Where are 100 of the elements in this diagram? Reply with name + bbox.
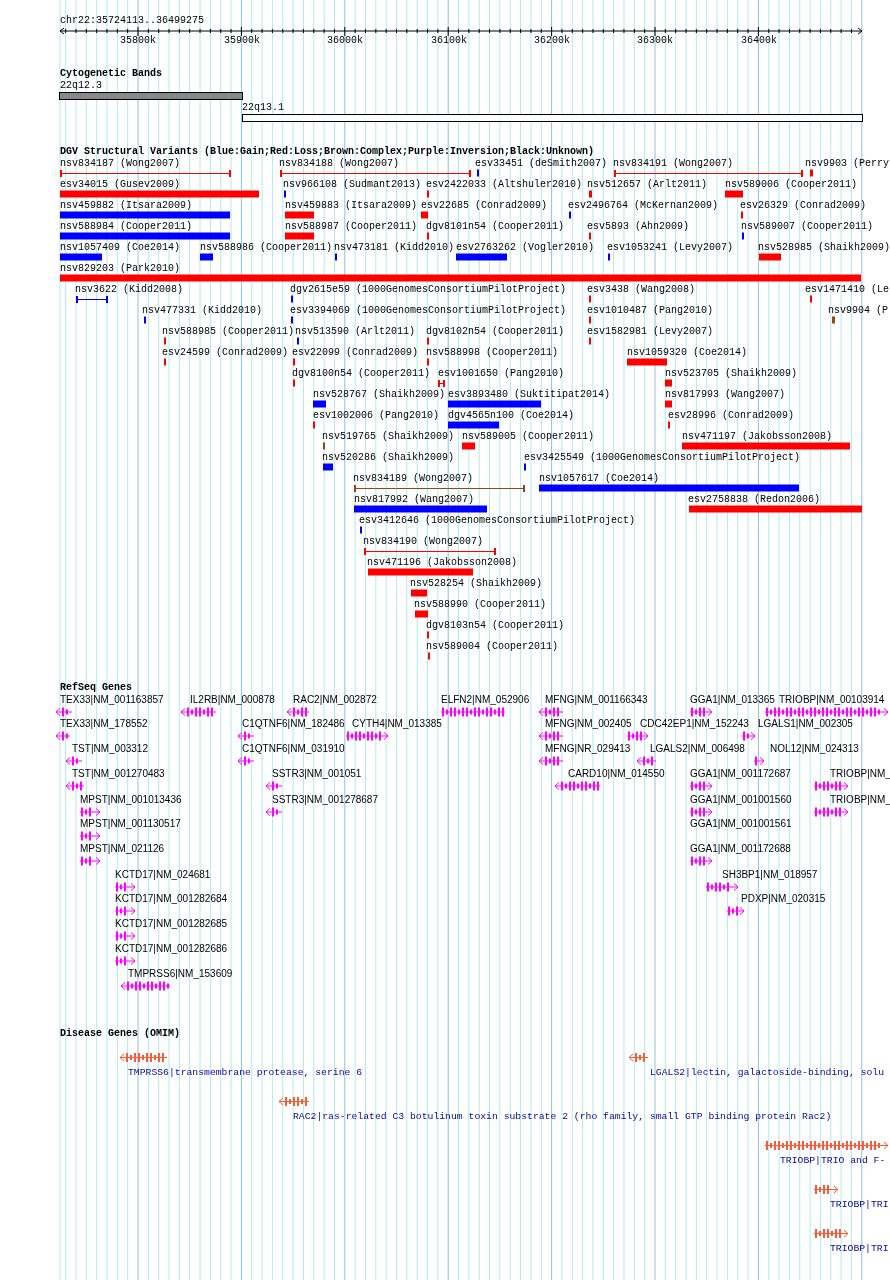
variant-label: dgv8102n54 (Cooper2011) <box>426 326 565 338</box>
gene-label: KCTD17|NM_001282684 <box>115 893 228 905</box>
variant-label: nsv588990 (Cooper2011) <box>414 599 547 611</box>
variant-label: esv1053241 (Levy2007) <box>607 242 734 254</box>
variant-label: nsv473181 (Kidd2010) <box>334 242 455 254</box>
variant-label: nsv528254 (Shaikh2009) <box>410 578 543 590</box>
variant-label: nsv588998 (Cooper2011) <box>426 347 559 359</box>
variant-label: nsv519765 (Shaikh2009) <box>322 431 455 443</box>
variant-label: nsv3622 (Kidd2008) <box>75 284 184 296</box>
variant-label: nsv588987 (Cooper2011) <box>285 221 418 233</box>
gene-label: SSTR3|NM_001051 <box>272 768 362 780</box>
variant-label: esv3438 (Wang2008) <box>587 284 696 296</box>
track-title: Disease Genes (OMIM) <box>60 1028 181 1040</box>
variant-label: esv2758838 (Redon2006) <box>688 494 821 506</box>
gene-label: C1QTNF6|NM_182486 <box>242 718 345 730</box>
variant-label: nsv459883 (Itsara2009) <box>285 200 418 212</box>
variant-label: nsv817993 (Wang2007) <box>665 389 786 401</box>
axis-tick-label: 35900k <box>224 35 260 47</box>
gene-label: TRIOBP|NM_00103914 <box>779 694 885 706</box>
gene-label: GGA1|NM_001172688 <box>690 843 791 855</box>
variant-label: dgv8100n54 (Cooper2011) <box>292 368 431 380</box>
gene-label: GGA1|NM_001172687 <box>690 768 791 780</box>
variant-label: esv5893 (Ahn2009) <box>587 221 690 233</box>
variant-label: esv1010487 (Pang2010) <box>587 305 714 317</box>
axis-tick-label: 35800k <box>120 35 156 47</box>
gene-label: GGA1|NM_001001560 <box>690 794 792 806</box>
variant-label: esv24599 (Conrad2009) <box>162 347 289 359</box>
axis-tick-label: 36100k <box>431 35 467 47</box>
gene-label: RAC2|NM_002872 <box>293 694 377 706</box>
variant-label: nsv589007 (Cooper2011) <box>741 221 874 233</box>
variant-label: esv22099 (Conrad2009) <box>292 347 419 359</box>
gene-label: CARD10|NM_014550 <box>568 768 665 780</box>
track-title: DGV Structural Variants (Blue:Gain;Red:Loss;Brown:Complex;Purple:Inversion;Black:Unknown) <box>60 146 595 158</box>
gene-label: C1QTNF6|NM_031910 <box>242 743 345 755</box>
variant-label: nsv588986 (Cooper2011) <box>200 242 333 254</box>
variant-label: dgv8101n54 (Cooper2011) <box>426 221 565 233</box>
disease-gene-label: LGALS2|lectin, galactoside-binding, solu <box>650 1067 885 1079</box>
gene-label: PDXP|NM_020315 <box>741 893 826 905</box>
variant-label: nsv471197 (Jakobsson2008) <box>682 431 833 443</box>
disease-gene-label: TMPRSS6|transmembrane protease, serine 6 <box>128 1067 363 1079</box>
variant-label: esv2763262 (Vogler2010) <box>456 242 595 254</box>
variant-label: nsv834187 (Wong2007) <box>60 158 181 170</box>
disease-gene-label: TRIOBP|TRIO and F- <box>780 1155 886 1167</box>
variant-label: esv1001650 (Pang2010) <box>438 368 565 380</box>
variant-label: nsv966108 (Sudmant2013) <box>283 179 422 191</box>
variant-label: dgv8103n54 (Cooper2011) <box>426 620 565 632</box>
variant-label: nsv589004 (Cooper2011) <box>426 641 559 653</box>
gene-label: MPST|NM_021126 <box>80 843 165 855</box>
gene-label: KCTD17|NM_024681 <box>115 869 211 881</box>
disease-gene-label: RAC2|ras-related C3 botulinum toxin substrate 2 (rho family, small GTP binding protein Rac2) <box>293 1111 832 1123</box>
variant-label: nsv588985 (Cooper2011) <box>162 326 295 338</box>
variant-label: nsv471196 (Jakobsson2008) <box>367 557 518 569</box>
axis-tick-label: 36000k <box>327 35 363 47</box>
gene-label: NOL12|NM_024313 <box>770 743 859 755</box>
variant-label: esv22685 (Conrad2009) <box>421 200 548 212</box>
variant-label: nsv528985 (Shaikh2009) <box>758 242 890 254</box>
axis-tick-label: 36200k <box>534 35 570 47</box>
variant-label: esv2496764 (McKernan2009) <box>568 200 719 212</box>
gene-label: MPST|NM_001013436 <box>80 794 182 806</box>
variant-label: nsv817992 (Wang2007) <box>354 494 475 506</box>
gene-label: IL2RB|NM_000878 <box>190 694 275 706</box>
gene-label: TEX33|NM_178552 <box>60 718 148 730</box>
variant-label: esv1582981 (Levy2007) <box>587 326 714 338</box>
variant-label: nsv589005 (Cooper2011) <box>462 431 595 443</box>
variant-label: esv26329 (Conrad2009) <box>740 200 867 212</box>
gene-label: KCTD17|NM_001282685 <box>115 918 228 930</box>
coordinate-label: 22q13.1 <box>242 102 284 114</box>
variant-label: nsv523705 (Shaikh2009) <box>665 368 798 380</box>
gene-label: TST|NM_001270483 <box>72 768 165 780</box>
variant-label: nsv1057617 (Coe2014) <box>539 473 660 485</box>
variant-label: nsv512657 (Arlt2011) <box>587 179 708 191</box>
variant-label: nsv459882 (Itsara2009) <box>60 200 193 212</box>
variant-label: nsv9904 (P <box>828 305 888 317</box>
variant-label: nsv1057409 (Coe2014) <box>60 242 181 254</box>
variant-label: esv1002006 (Pang2010) <box>313 410 440 422</box>
variant-label: nsv513590 (Arlt2011) <box>295 326 416 338</box>
variant-label: nsv520286 (Shaikh2009) <box>322 452 455 464</box>
variant-label: dgv2615e59 (1000GenomesConsortiumPilotProject) <box>290 284 567 296</box>
gene-label: SSTR3|NM_001278687 <box>272 794 378 806</box>
gene-label: GGA1|NM_001001561 <box>690 818 792 830</box>
variant-label: esv3412646 (1000GenomesConsortiumPilotProject) <box>359 515 636 527</box>
gene-label: LGALS2|NM_006498 <box>650 743 745 755</box>
variant-label: nsv834189 (Wong2007) <box>353 473 474 485</box>
variant-label: nsv829203 (Park2010) <box>60 263 181 275</box>
variant-label: esv28996 (Conrad2009) <box>668 410 795 422</box>
gene-label: CYTH4|NM_013385 <box>352 718 442 730</box>
gene-label: TEX33|NM_001163857 <box>60 694 164 706</box>
gene-label: LGALS1|NM_002305 <box>758 718 853 730</box>
coordinate-label: chr22:35724113..36499275 <box>60 15 205 27</box>
gene-label: KCTD17|NM_001282686 <box>115 943 228 955</box>
variant-label: esv3394069 (1000GenomesConsortiumPilotProject) <box>290 305 567 317</box>
gene-label: TMPRSS6|NM_153609 <box>128 968 233 980</box>
variant-label: nsv1059320 (Coe2014) <box>627 347 748 359</box>
variant-label: nsv588984 (Cooper2011) <box>60 221 193 233</box>
gene-label: MFNG|NR_029413 <box>545 743 631 755</box>
gene-label: TST|NM_003312 <box>72 743 148 755</box>
gene-label: SH3BP1|NM_018957 <box>722 869 818 881</box>
gene-label: ELFN2|NM_052906 <box>441 694 530 706</box>
variant-label: esv34015 (Gusev2009) <box>60 179 181 191</box>
variant-label: nsv834190 (Wong2007) <box>363 536 484 548</box>
